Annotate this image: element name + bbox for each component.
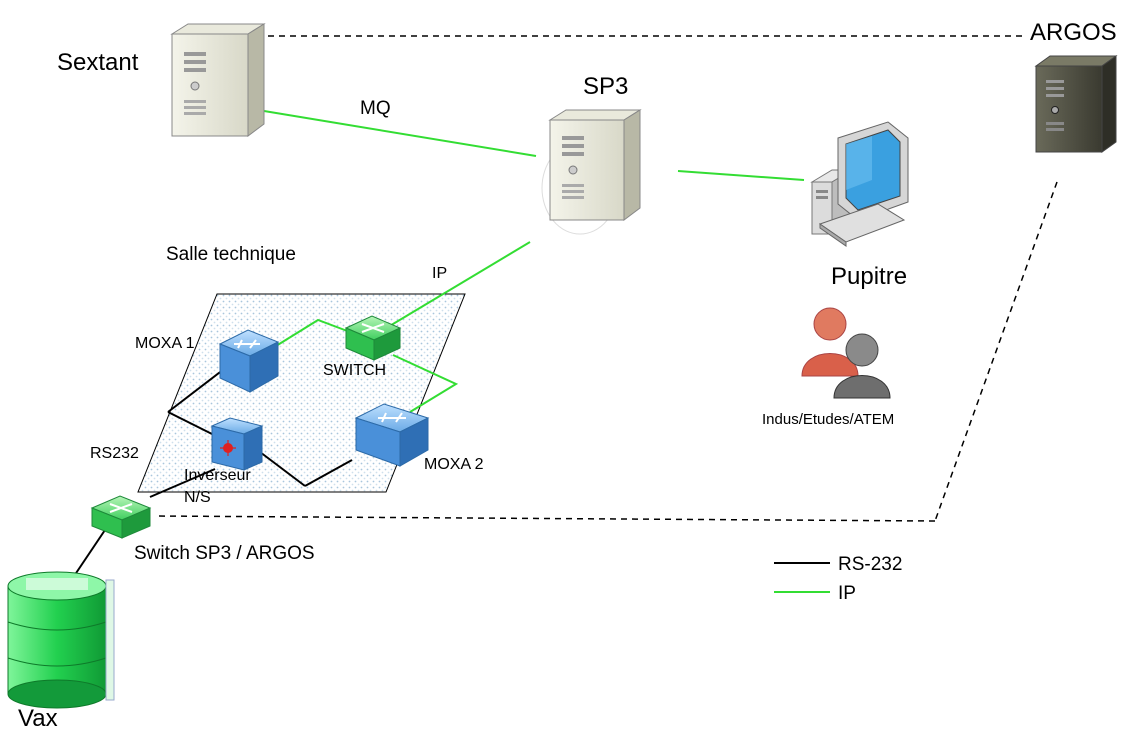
inverseur-label: Inverseur	[184, 467, 251, 484]
server-icon	[541, 109, 642, 235]
serial-device-server-icon	[354, 403, 430, 467]
moxa1-label: MOXA 1	[135, 335, 195, 352]
database-icon	[7, 571, 115, 709]
users-group-icon	[801, 307, 891, 399]
ip-link-moxa1-switch	[275, 318, 351, 347]
sextant-label: Sextant	[57, 49, 139, 76]
workstation-icon	[810, 121, 909, 247]
room-label: Salle technique	[166, 244, 296, 265]
sp3-label: SP3	[583, 73, 628, 100]
vax-label: Vax	[18, 705, 58, 731]
serial-link-inverseur-left	[167, 411, 217, 437]
switch-label: SWITCH	[323, 362, 386, 379]
legend-label-rs232: RS-232	[838, 554, 902, 575]
ip-label: IP	[432, 265, 447, 282]
argos-label: ARGOS	[1030, 19, 1117, 46]
legend-label-ip: IP	[838, 583, 856, 604]
ip-link-sextant-sp3	[257, 109, 537, 157]
rs232-label: RS232	[90, 445, 139, 462]
server-icon	[170, 23, 266, 137]
moxa2-label: MOXA 2	[424, 456, 484, 473]
users-label: Indus/Etudes/ATEM	[762, 411, 894, 428]
serial-link-switch-sp3-argos	[149, 468, 216, 498]
server-dark-icon	[1034, 55, 1118, 153]
technical-room-area	[137, 293, 466, 493]
ip-link-switch-moxa2	[392, 354, 459, 413]
inverseur-sublabel: N/S	[184, 489, 211, 506]
ip-links	[257, 109, 805, 413]
legend: RS-232 IP	[774, 554, 902, 604]
pupitre-label: Pupitre	[831, 263, 907, 290]
serial-link-moxa1	[167, 365, 229, 413]
serial-link-bottom	[304, 459, 353, 487]
mq-label: MQ	[360, 98, 391, 119]
network-switch-icon	[344, 315, 402, 361]
serial-device-server-icon	[218, 329, 280, 393]
ip-link-sp3-switch	[387, 241, 531, 328]
switch-inverter-icon	[210, 417, 264, 471]
dashed-link-argos-down	[934, 181, 1058, 522]
ip-link-sp3-pupitre	[677, 170, 805, 181]
switch-sp3-argos-label: Switch SP3 / ARGOS	[134, 543, 315, 564]
dashed-link-bottom	[154, 515, 936, 522]
dashed-links	[154, 35, 1058, 522]
network-switch-icon	[90, 495, 152, 539]
serial-link-inverseur-right	[259, 451, 306, 487]
